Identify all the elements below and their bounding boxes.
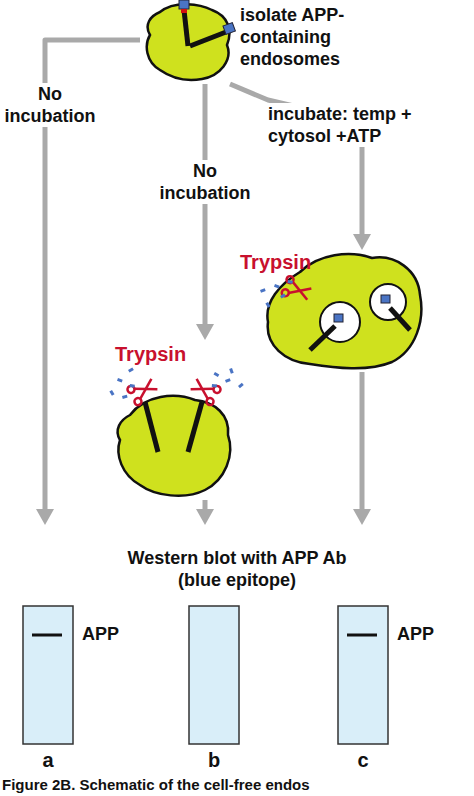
arrow-head [196, 324, 214, 340]
epitope-fragment [128, 368, 134, 373]
trypsin-scissors [126, 375, 159, 406]
app-protein [145, 402, 158, 452]
band-label: APP [397, 623, 447, 645]
arrow-line [203, 84, 208, 328]
epitope-fragment [280, 294, 286, 299]
epitope-fragment [117, 378, 123, 383]
blot-heading: Western blot with APP Ab (blue epitope) [20, 525, 454, 600]
epitope-marker [181, 9, 187, 13]
arrow-head [353, 509, 371, 525]
blot-lane: APP c [337, 605, 447, 775]
trypsin-scissors [188, 375, 221, 406]
app-protein [184, 10, 188, 46]
epitope-fragment [214, 372, 220, 377]
app-protein [310, 326, 335, 350]
app-epitope [223, 23, 235, 35]
app-protein [190, 32, 226, 46]
scissor-handle [205, 397, 215, 407]
epitope-fragment [129, 384, 134, 388]
scissor-blade [191, 379, 214, 399]
blot-title: Western blot with APP Ab (blue epitope) [112, 547, 362, 591]
arrow-head [36, 509, 54, 525]
blot-lane: APP a [22, 605, 132, 775]
epitope-fragment [260, 288, 266, 293]
enzyme-label: Trypsin [240, 250, 330, 274]
endosome-trypsin: Trypsin [100, 340, 260, 500]
edge-label: incubate: temp + cytosol +ATP [268, 103, 428, 147]
band-label: APP [82, 623, 132, 645]
app-epitope [334, 314, 343, 322]
trypsin-scissors [281, 275, 313, 304]
blot-lane-strip [338, 606, 388, 744]
scissor-handle [126, 385, 136, 395]
epitope-fragment [274, 284, 280, 289]
node-art [188, 605, 298, 775]
scissor-handle [286, 275, 295, 284]
app-protein [390, 308, 410, 330]
arrow-head [353, 234, 371, 250]
protein-band [32, 634, 62, 637]
internal-vesicle [370, 284, 406, 320]
scissor-handle [133, 397, 143, 407]
edge-label: No incubation [0, 83, 100, 127]
scissor-blade [288, 282, 311, 300]
lane-letter: c [337, 749, 389, 771]
arrow-line [360, 372, 365, 513]
blot-lane-strip [23, 606, 73, 744]
blot-lane: b [188, 605, 298, 775]
scissor-blade [288, 282, 311, 300]
lane-letter: b [188, 749, 240, 771]
flow-arrow [196, 500, 214, 525]
app-protein [188, 402, 202, 452]
epitope-fragment [122, 395, 128, 399]
epitope-fragment [225, 378, 231, 383]
epitope-fragment [265, 302, 270, 308]
epitope-fragment [287, 280, 292, 284]
enzyme-label: Trypsin [115, 342, 205, 366]
scissor-blade [191, 379, 214, 399]
epitope-fragment [229, 368, 234, 374]
scissor-blade [134, 379, 157, 399]
endosome-isolated: isolate APP-containing endosomes [140, 0, 390, 84]
epitope-fragment [109, 390, 114, 396]
app-epitope [179, 0, 189, 9]
lane-letter: a [22, 749, 74, 771]
blot-lane-strip [189, 606, 239, 744]
figure-caption: Figure 2B. Schematic of the cell-free en… [2, 775, 472, 795]
endosome-incubated: Trypsin [240, 250, 425, 372]
flow-arrow [353, 372, 371, 525]
edge-label: No incubation [155, 160, 255, 204]
scissor-blade [134, 379, 157, 399]
step-label: isolate APP-containing endosomes [240, 4, 385, 70]
app-epitope [381, 295, 390, 303]
epitope-fragment [238, 383, 244, 389]
endosome-membrane [147, 4, 230, 80]
epitope-fragment [212, 384, 217, 387]
flow-arrow [196, 84, 214, 340]
arrow-head [196, 509, 214, 525]
endosome-membrane [118, 396, 231, 496]
scissor-handle [212, 385, 222, 395]
protein-band [347, 634, 377, 637]
